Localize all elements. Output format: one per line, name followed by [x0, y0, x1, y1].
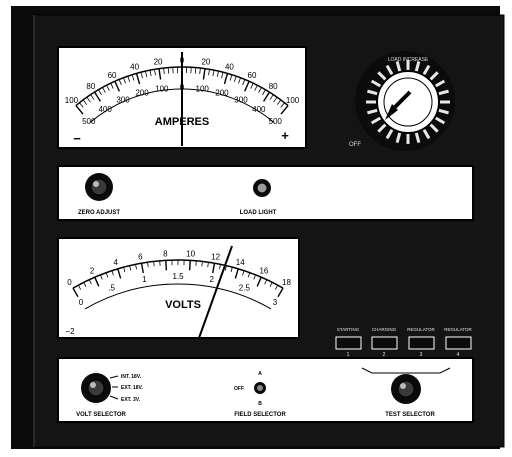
field-selector-switch[interactable]	[254, 382, 266, 394]
field-pos-a: A	[258, 371, 262, 377]
ammeter-outer-label: 60	[108, 71, 117, 80]
voltmeter-outer-label: 14	[236, 258, 245, 267]
load-knob-off-label: OFF	[349, 142, 361, 148]
voltmeter-inner-label: .5	[108, 284, 115, 293]
voltmeter-inner-label: 2.5	[239, 284, 251, 293]
volt-option-ext-18: EXT. 18V.	[121, 385, 143, 391]
test-button-3[interactable]	[409, 337, 434, 349]
ammeter-inner-label: 100	[155, 84, 169, 93]
ammeter-inner-label: 500	[269, 117, 283, 126]
minus-sign: −	[73, 131, 81, 146]
ammeter: 1008060402002040608010050040030020010001…	[58, 47, 306, 148]
volt-option-ext-3: EXT. 3V.	[121, 397, 141, 403]
voltmeter-outer-label: 16	[259, 267, 268, 276]
test-button-2[interactable]	[372, 337, 397, 349]
load-light-label: LOAD LIGHT	[240, 210, 277, 216]
voltmeter-outer-label: 12	[211, 252, 220, 261]
voltmeter-title: VOLTS	[165, 299, 201, 311]
zero-adjust-label: ZERO ADJUST	[78, 210, 120, 216]
volt-selector-label: VOLT SELECTOR	[76, 412, 126, 418]
field-selector-label: FIELD SELECTOR	[234, 412, 286, 418]
ammeter-tick	[168, 68, 169, 74]
ammeter-inner-label: 300	[116, 96, 130, 105]
ammeter-inner-label: 400	[252, 105, 266, 114]
voltmeter-inner-label: 3	[273, 298, 278, 307]
test-button-caption: CHARGING	[372, 327, 397, 332]
voltmeter-outer-label: 8	[163, 249, 168, 258]
ammeter-outer-label: 80	[86, 82, 95, 91]
ammeter-outer-label: 100	[65, 96, 79, 105]
test-button-4[interactable]	[446, 337, 471, 349]
ammeter-outer-label: 100	[286, 96, 300, 105]
ammeter-inner-label: 300	[234, 96, 248, 105]
ammeter-outer-label: 40	[225, 63, 234, 72]
voltmeter-outer-label: 18	[282, 278, 291, 287]
voltmeter-inner-label: 0	[79, 298, 84, 307]
bottom-panel: INT. 18V. EXT. 18V. EXT. 3V. VOLT SELECT…	[58, 358, 473, 422]
test-button-caption: REGULATOR	[444, 327, 472, 332]
ammeter-outer-label: 20	[154, 58, 163, 67]
ammeter-outer-label: 20	[201, 58, 210, 67]
middle-panel: ZERO ADJUST LOAD LIGHT	[58, 166, 473, 220]
volt-option-int-18: INT. 18V.	[121, 374, 142, 380]
ammeter-outer-label: 40	[130, 63, 139, 72]
voltmeter-inner-label: 2	[209, 275, 214, 284]
ammeter-inner-label: 200	[215, 89, 229, 98]
ammeter-inner-label: 400	[98, 105, 112, 114]
voltmeter-tick	[166, 260, 167, 270]
test-button-caption: REGULATOR	[407, 327, 435, 332]
field-pos-off: OFF	[234, 386, 244, 392]
test-selector-label: TEST SELECTOR	[385, 412, 435, 418]
test-button-caption: STARTING	[337, 327, 360, 332]
ammeter-inner-label: 100	[196, 84, 210, 93]
voltmeter-inner-label: 1.5	[172, 272, 184, 281]
voltmeter-outer-label: 10	[186, 249, 195, 258]
ammeter-inner-label: 500	[82, 117, 96, 126]
voltmeter-low-label: −2	[65, 327, 75, 336]
ammeter-tick	[195, 68, 196, 74]
volt-selector-knob[interactable]	[81, 373, 111, 403]
voltmeter-outer-label: 6	[138, 252, 143, 261]
ammeter-outer-label: 80	[269, 82, 278, 91]
field-pos-b: B	[258, 401, 262, 407]
ammeter-outer-label: 60	[248, 71, 257, 80]
zero-adjust-knob[interactable]	[85, 173, 113, 201]
voltmeter-outer-label: 4	[114, 258, 119, 267]
voltmeter: 0 2 4 6 8 10 12 14 16 18 0 .5 1 1.5 2 2.5 3 −2 VOLTS	[58, 238, 299, 338]
voltmeter-window	[58, 238, 299, 338]
test-button-1[interactable]	[336, 337, 361, 349]
voltmeter-outer-label: 2	[90, 267, 95, 276]
load-light	[253, 179, 271, 197]
test-selector-knob[interactable]	[391, 374, 421, 404]
voltmeter-tick	[190, 260, 191, 270]
load-knob-cap	[377, 71, 439, 133]
plus-sign: +	[281, 128, 289, 143]
voltmeter-inner-label: 1	[142, 275, 147, 284]
ammeter-inner-label: 200	[135, 89, 149, 98]
voltmeter-outer-label: 0	[67, 278, 72, 287]
